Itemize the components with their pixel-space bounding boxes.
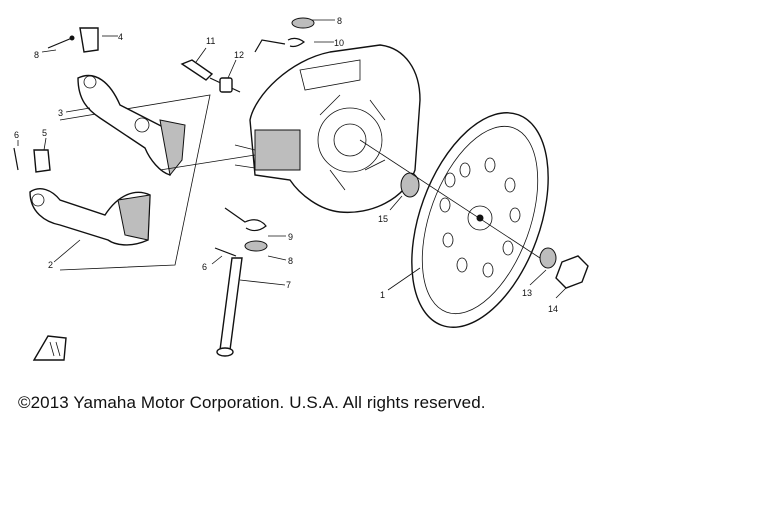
callout-12: 12 — [234, 50, 244, 60]
callout-4: 4 — [118, 32, 123, 42]
pivot-pin-assembly — [214, 207, 268, 357]
callout-1: 1 — [380, 290, 385, 300]
callout-6: 6 — [14, 130, 19, 140]
callout-5: 5 — [42, 128, 47, 138]
logo-mark — [32, 335, 67, 361]
callout-14: 14 — [548, 304, 558, 314]
washer-13 — [539, 247, 557, 269]
exploded-parts-diagram: 1 2 3 4 5 6 7 8 8 8 6 9 10 11 12 13 14 1… — [13, 16, 589, 361]
callout-6-lower: 6 — [202, 262, 207, 272]
callout-labels: 1 2 3 4 5 6 7 8 8 8 6 9 10 11 12 13 14 1… — [14, 16, 558, 314]
callout-8-lower: 8 — [288, 256, 293, 266]
callout-8-top: 8 — [337, 16, 342, 26]
nut-14 — [555, 255, 589, 289]
callout-7: 7 — [286, 280, 291, 290]
callout-9: 9 — [288, 232, 293, 242]
callout-3: 3 — [58, 108, 63, 118]
callout-13: 13 — [522, 288, 532, 298]
callout-8-top-left: 8 — [34, 50, 39, 60]
housing-assembly — [180, 17, 421, 214]
sheave-disc — [411, 112, 549, 328]
callout-10: 10 — [334, 38, 344, 48]
callout-2: 2 — [48, 260, 53, 270]
leader-lines — [17, 19, 567, 299]
copyright-notice: ©2013 Yamaha Motor Corporation. U.S.A. A… — [18, 393, 486, 412]
callout-15: 15 — [378, 214, 388, 224]
bracket-assembly — [13, 27, 211, 271]
callout-11: 11 — [206, 36, 215, 46]
